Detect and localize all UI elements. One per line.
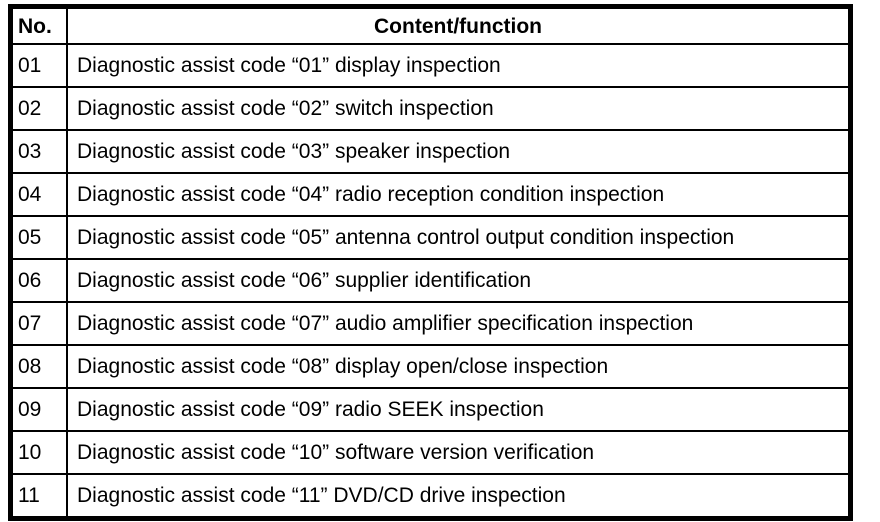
row-content: Diagnostic assist code “04” radio recept…: [66, 172, 852, 217]
table-row: 04 Diagnostic assist code “04” radio rec…: [9, 172, 852, 217]
diagnostic-assist-code-table: No. Content/function 01 Diagnostic assis…: [8, 4, 853, 521]
row-no: 06: [9, 258, 68, 303]
row-no: 01: [9, 43, 68, 88]
row-content: Diagnostic assist code “09” radio SEEK i…: [66, 387, 852, 432]
table-header-row: No. Content/function: [9, 5, 852, 45]
row-no: 02: [9, 86, 68, 131]
row-no: 03: [9, 129, 68, 174]
table-row: 11 Diagnostic assist code “11” DVD/CD dr…: [9, 473, 852, 520]
row-content: Diagnostic assist code “08” display open…: [66, 344, 852, 389]
table-row: 02 Diagnostic assist code “02” switch in…: [9, 86, 852, 131]
row-no: 05: [9, 215, 68, 260]
row-content: Diagnostic assist code “01” display insp…: [66, 43, 852, 88]
row-content: Diagnostic assist code “03” speaker insp…: [66, 129, 852, 174]
table-row: 05 Diagnostic assist code “05” antenna c…: [9, 215, 852, 260]
table-row: 03 Diagnostic assist code “03” speaker i…: [9, 129, 852, 174]
table-row: 01 Diagnostic assist code “01” display i…: [9, 43, 852, 88]
table-row: 07 Diagnostic assist code “07” audio amp…: [9, 301, 852, 346]
table-row: 06 Diagnostic assist code “06” supplier …: [9, 258, 852, 303]
column-header-no: No.: [9, 5, 68, 45]
table-row: 10 Diagnostic assist code “10” software …: [9, 430, 852, 475]
row-no: 04: [9, 172, 68, 217]
row-content: Diagnostic assist code “02” switch inspe…: [66, 86, 852, 131]
row-no: 08: [9, 344, 68, 389]
table-row: 08 Diagnostic assist code “08” display o…: [9, 344, 852, 389]
row-content: Diagnostic assist code “10” software ver…: [66, 430, 852, 475]
row-content: Diagnostic assist code “11” DVD/CD drive…: [66, 473, 852, 520]
row-no: 10: [9, 430, 68, 475]
table-row: 09 Diagnostic assist code “09” radio SEE…: [9, 387, 852, 432]
row-content: Diagnostic assist code “06” supplier ide…: [66, 258, 852, 303]
row-no: 09: [9, 387, 68, 432]
column-header-content-function: Content/function: [66, 5, 852, 45]
row-content: Diagnostic assist code “05” antenna cont…: [66, 215, 852, 260]
row-content: Diagnostic assist code “07” audio amplif…: [66, 301, 852, 346]
row-no: 11: [9, 473, 68, 520]
row-no: 07: [9, 301, 68, 346]
